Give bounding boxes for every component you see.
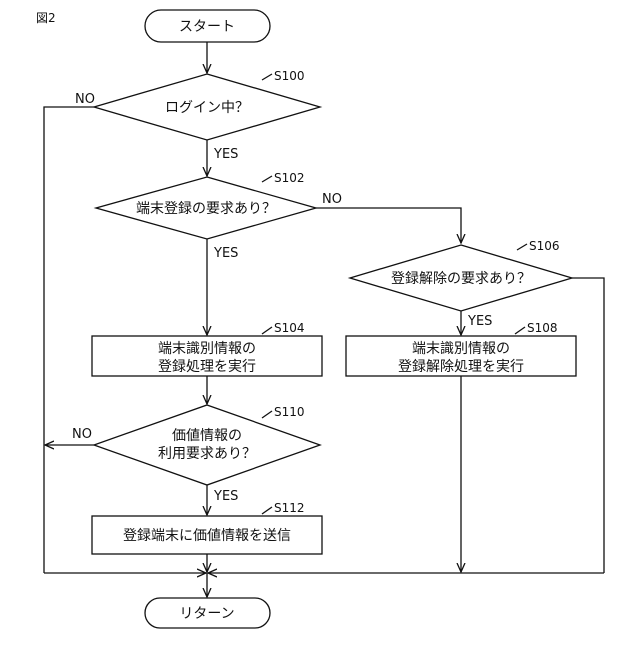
step-s106-label: S106 xyxy=(529,239,560,253)
process-s112-text: 登録端末に価値情報を送信 xyxy=(123,528,291,544)
step-s108-label: S108 xyxy=(527,321,558,335)
decision-s110-line2: 利用要求あり？ xyxy=(158,446,256,462)
edge-s110-no-label: NO xyxy=(72,427,92,442)
process-s108-line2: 登録解除処理を実行 xyxy=(398,359,524,375)
decision-s106-text: 登録解除の要求あり？ xyxy=(391,271,531,287)
edge-s106-no xyxy=(572,278,604,573)
decision-s100-text: ログイン中？ xyxy=(165,100,249,116)
edge-s102-no-label: NO xyxy=(322,192,342,207)
step-s112-leader xyxy=(262,507,272,514)
edge-s106-yes-label: YES xyxy=(467,314,492,329)
process-s104-line1: 端末識別情報の xyxy=(158,341,256,357)
step-s110-label: S110 xyxy=(274,405,305,419)
decision-s110-line1: 価値情報の xyxy=(172,428,242,444)
edge-s100-yes-label: YES xyxy=(213,147,238,162)
decision-s102-text: 端末登録の要求あり？ xyxy=(136,201,276,217)
step-s102-label: S102 xyxy=(274,171,305,185)
edge-s110-yes-label: YES xyxy=(213,489,238,504)
process-s108-line1: 端末識別情報の xyxy=(412,341,510,357)
edge-s100-no-label: NO xyxy=(75,92,95,107)
step-s104-leader xyxy=(262,327,272,334)
end-label: リターン xyxy=(179,606,234,622)
step-s110-leader xyxy=(262,411,272,418)
step-s102-leader xyxy=(262,176,272,182)
process-s104-line2: 登録処理を実行 xyxy=(158,359,256,375)
edge-s102-yes-label: YES xyxy=(213,246,238,261)
edge-s100-no xyxy=(44,107,94,573)
step-s106-leader xyxy=(517,244,527,250)
step-s100-leader xyxy=(262,74,272,80)
figure-label: 図2 xyxy=(36,11,56,25)
start-label: スタート xyxy=(179,19,235,35)
step-s104-label: S104 xyxy=(274,321,305,335)
edge-s102-no xyxy=(316,208,461,243)
step-s112-label: S112 xyxy=(274,501,305,515)
step-s108-leader xyxy=(515,327,525,334)
step-s100-label: S100 xyxy=(274,69,305,83)
